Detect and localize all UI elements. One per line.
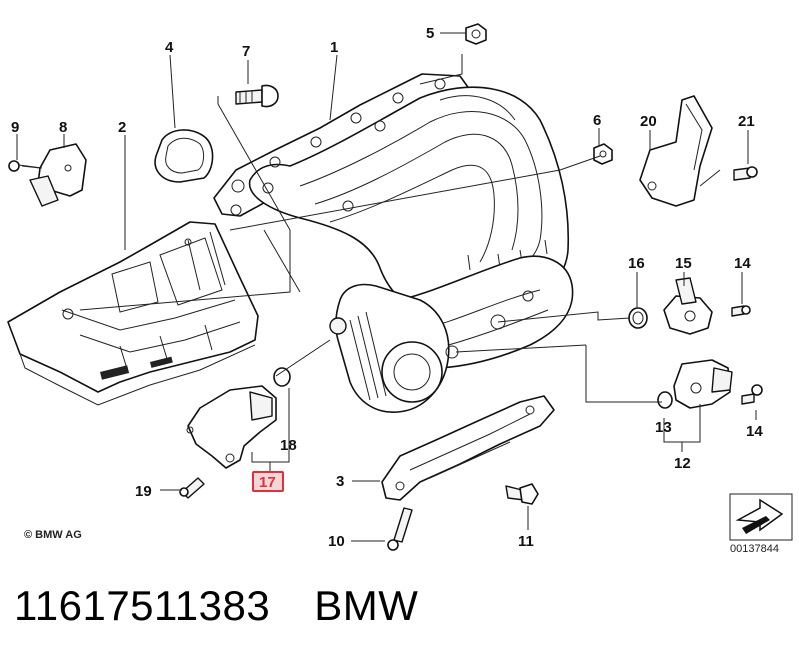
part-1-intake-manifold <box>213 73 574 413</box>
callout-13: 13 <box>655 419 672 436</box>
part-11-bolt <box>505 483 539 505</box>
part-number: 11617511383 <box>14 582 271 629</box>
diagram-number-badge: 00137844 <box>729 493 793 555</box>
part-16-o-ring <box>628 307 648 329</box>
part-8-bracket <box>29 143 87 207</box>
part-5-nut <box>465 23 487 45</box>
callout-5: 5 <box>426 25 434 42</box>
callout-9: 9 <box>11 119 19 136</box>
part-10-bolt <box>387 507 413 551</box>
part-2-cover <box>7 221 259 406</box>
callout-19: 19 <box>135 483 152 500</box>
part-number-footer: 11617511383 BMW <box>14 582 794 642</box>
brand-name: BMW <box>314 582 419 629</box>
leader-lines <box>16 32 757 542</box>
part-18-o-ring <box>273 367 291 387</box>
callout-21: 21 <box>738 113 755 130</box>
part-4-gasket <box>154 129 214 183</box>
callout-14-upper: 14 <box>734 255 751 272</box>
part-14-screw-upper <box>731 305 751 317</box>
callout-6: 6 <box>593 112 601 129</box>
part-7-bolt <box>235 84 279 108</box>
callout-18: 18 <box>280 437 297 454</box>
part-12-sensor <box>673 359 733 409</box>
part-17-actuator <box>186 385 277 469</box>
exploded-parts-diagram: 1 2 3 4 5 6 7 8 9 10 11 12 13 14 14 15 1… <box>7 23 793 555</box>
callout-14-lower: 14 <box>746 423 763 440</box>
callout-16: 16 <box>628 255 645 272</box>
part-3-bracket <box>381 395 555 501</box>
part-14-screw-lower <box>741 384 763 405</box>
callout-4: 4 <box>165 39 174 56</box>
callout-10: 10 <box>328 533 345 550</box>
direction-arrow-icon <box>735 498 784 534</box>
callout-17: 17 <box>259 474 276 491</box>
callout-11: 11 <box>518 533 534 550</box>
part-19-screw <box>179 477 205 499</box>
callout-12: 12 <box>674 455 691 472</box>
part-20-bracket <box>639 95 713 207</box>
callout-2: 2 <box>118 119 126 136</box>
part-13-o-ring <box>657 391 673 409</box>
callout-1: 1 <box>330 39 338 56</box>
callout-3: 3 <box>336 473 344 490</box>
callout-labels: 1 2 3 4 5 6 7 8 9 10 11 12 13 14 14 15 1… <box>11 25 763 550</box>
part-21-screw <box>733 166 758 181</box>
callout-20: 20 <box>640 113 657 130</box>
callout-15: 15 <box>675 255 692 272</box>
diagram-number: 00137844 <box>730 543 779 555</box>
copyright-text: © BMW AG <box>24 529 82 541</box>
callout-7: 7 <box>242 43 250 60</box>
part-15-fitting <box>663 277 713 335</box>
callout-8: 8 <box>59 119 67 136</box>
callout-17-highlight-box <box>252 471 284 492</box>
part-6-nut <box>593 143 613 165</box>
